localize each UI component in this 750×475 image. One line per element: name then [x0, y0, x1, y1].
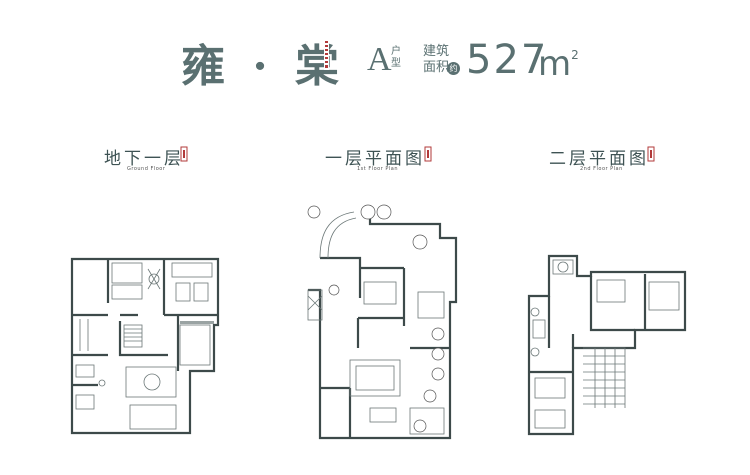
area-value: 527 [466, 37, 549, 83]
floor-title-basement: 地下一层 [104, 149, 184, 169]
basement-floor-plan [70, 257, 220, 435]
red-seal-icon [324, 40, 329, 70]
unit-type-label: 户型 [391, 46, 401, 69]
project-name: 雍 · 棠 [181, 41, 345, 92]
approx-badge: 约 [447, 62, 460, 75]
first-floor-plan [307, 204, 458, 440]
area-unit: m2 [538, 44, 579, 84]
floor-title-first: 一层平面图 [325, 149, 425, 169]
unit-type-letter: A [367, 41, 392, 78]
floor-subtitle-first: 1st Floor Plan [357, 166, 399, 172]
floor-title-second: 二层平面图 [549, 149, 649, 169]
area-unit-sup: 2 [571, 47, 579, 62]
red-seal-icon [424, 146, 432, 162]
floor-subtitle-basement: Ground Floor [127, 166, 166, 172]
red-seal-icon [647, 146, 655, 162]
area-label: 建筑面积 [423, 44, 450, 75]
second-floor-plan [527, 254, 687, 436]
floor-subtitle-second: 2nd Floor Plan [580, 166, 623, 172]
red-seal-icon [180, 146, 188, 162]
area-unit-base: m [538, 44, 572, 84]
